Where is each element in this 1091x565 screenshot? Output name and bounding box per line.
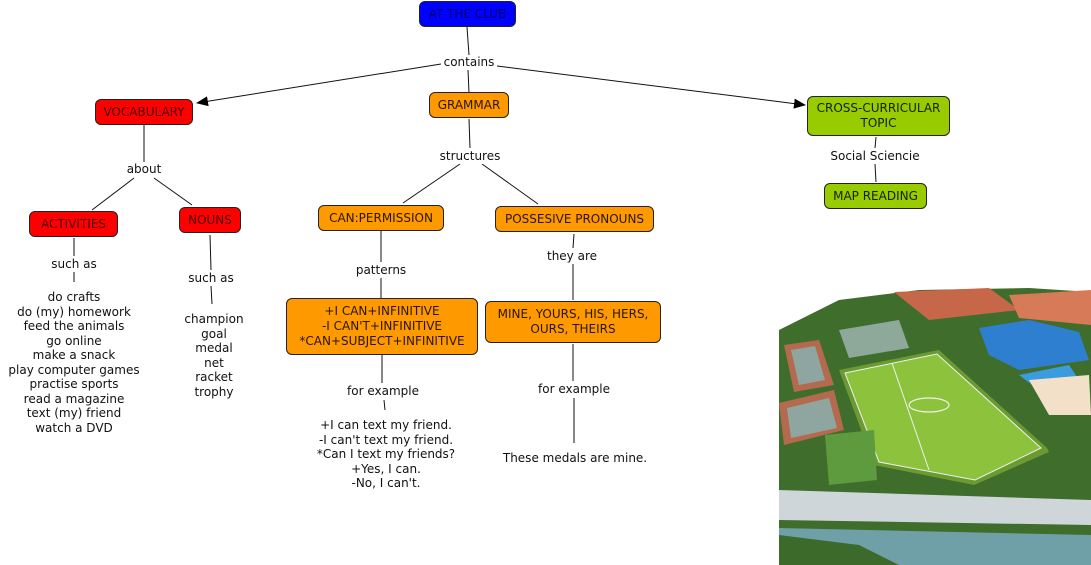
sports-club-aerial-image (779, 280, 1091, 565)
line-contains-cross (496, 65, 806, 109)
list-item: net (204, 355, 224, 370)
list-item: trophy (194, 384, 234, 399)
list-item: -No, I can't. (351, 476, 421, 490)
node-pronoun-list[interactable]: MINE, YOURS, HIS, HERS, OURS, THEIRS (485, 301, 661, 343)
label-contains: contains (441, 55, 497, 70)
line-contains-grammar (467, 69, 470, 94)
node-grammar[interactable]: GRAMMAR (429, 92, 509, 118)
label-social-science: Social Sciencie (828, 149, 922, 164)
list-item: *Can I text my friends? (316, 447, 456, 461)
list-item: read a magazine (23, 391, 125, 406)
node-activities[interactable]: ACTIVITIES (29, 211, 118, 237)
line-contains-vocabulary (196, 63, 442, 107)
list-item: practise sports (29, 377, 119, 391)
list-item: text (my) friend (26, 406, 122, 420)
label-activities-such-as: such as (49, 257, 99, 272)
line-social-map (874, 163, 877, 183)
node-can-permission[interactable]: CAN:PERMISSION (318, 205, 444, 231)
list-item: do crafts (47, 290, 101, 304)
list-item: +Yes, I can. (351, 461, 421, 476)
list-item: make a snack (32, 348, 116, 362)
label-structures: structures (437, 149, 503, 164)
label-can-for-example: for example (345, 384, 421, 399)
line-possessive-theyare (572, 233, 575, 249)
list-item: go online (46, 333, 102, 348)
line-grammar-structures (468, 118, 471, 149)
line-nouns-suchas (209, 234, 212, 271)
line-nouns-suchas-list (210, 285, 213, 305)
list-item: goal (201, 326, 227, 341)
list-item: watch a DVD (35, 420, 113, 435)
list-item: feed the animals (23, 319, 125, 333)
label-pronoun-for-example: for example (536, 382, 612, 397)
line-about-nouns (153, 177, 193, 206)
list-item: +I can text my friend. (320, 418, 452, 432)
line-forexample-canlist (383, 399, 386, 411)
list-item: racket (195, 370, 233, 384)
label-about: about (124, 162, 164, 177)
list-item: champion (184, 312, 244, 326)
label-patterns: patterns (353, 263, 409, 278)
label-nouns-such-as: such as (186, 271, 236, 286)
node-cross-curricular-topic[interactable]: CROSS-CURRICULAR TOPIC (807, 96, 950, 136)
line-structures-can (402, 163, 461, 204)
list-item: -I can't text my friend. (318, 432, 454, 447)
list-item: These medals are mine. (502, 451, 648, 465)
pronoun-examples-list: These medals are mine. (500, 451, 650, 466)
node-nouns[interactable]: NOUNS (179, 207, 241, 233)
line-root-contains (466, 26, 470, 56)
node-can-patterns[interactable]: +I CAN+INFINITIVE -I CAN'T+INFINITIVE *C… (286, 298, 478, 355)
line-about-activities (91, 177, 135, 211)
node-vocabulary[interactable]: VOCABULARY (95, 99, 193, 125)
line-cross-social (874, 136, 877, 149)
label-they-are: they are (544, 249, 600, 264)
list-item: medal (195, 341, 233, 355)
line-structures-possessive (481, 163, 539, 205)
node-at-the-club[interactable]: AT THE CLUB (419, 1, 516, 27)
list-item: play computer games (8, 362, 140, 377)
node-map-reading[interactable]: MAP READING (824, 183, 927, 209)
node-possessive-pronouns[interactable]: POSSESIVE PRONOUNS (495, 206, 654, 232)
list-item: do (my) homework (17, 304, 131, 319)
can-examples-list: +I can text my friend.-I can't text my f… (314, 418, 458, 491)
